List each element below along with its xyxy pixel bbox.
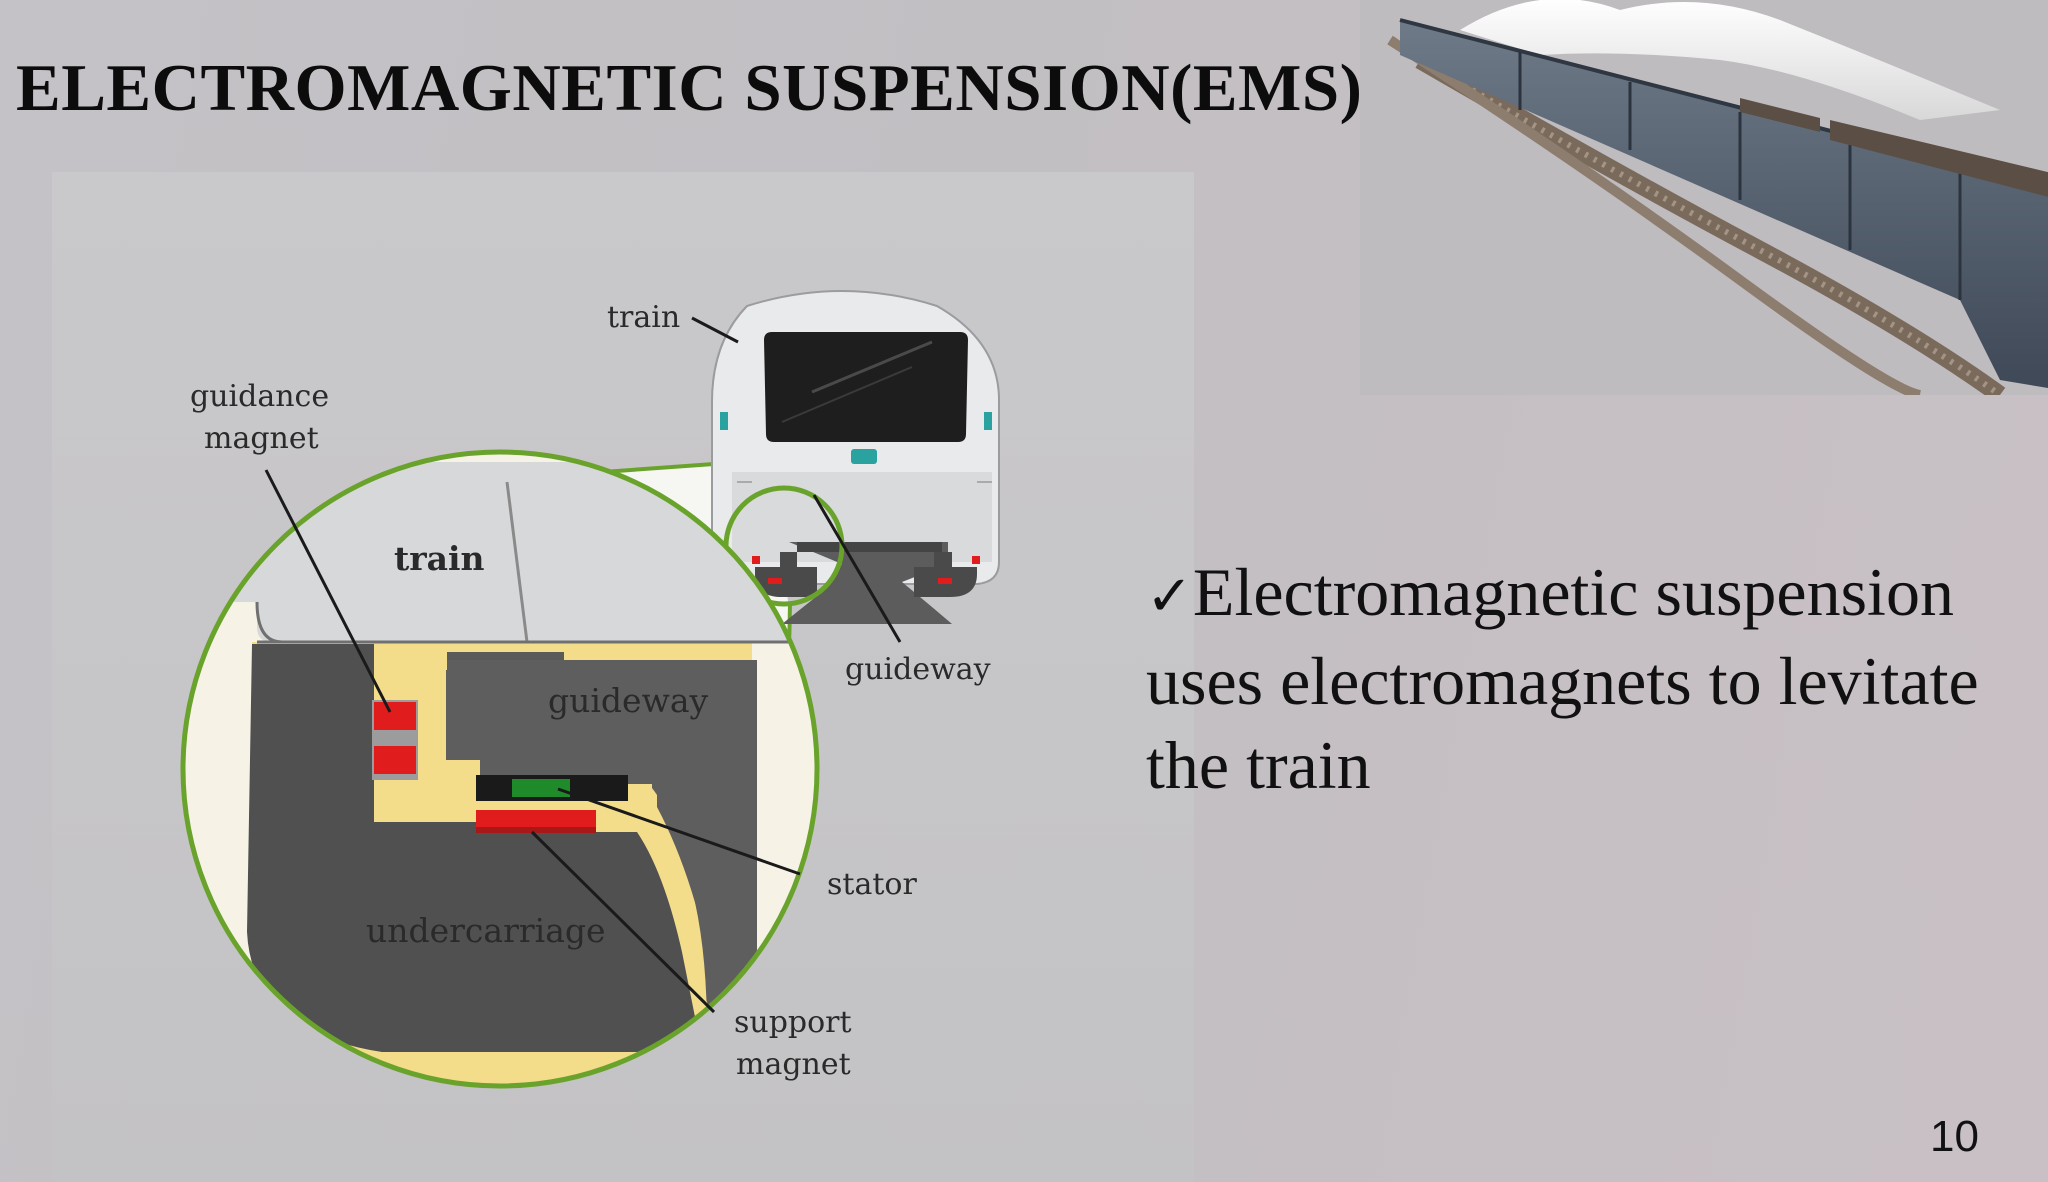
label-guideway-outer: guideway xyxy=(845,652,991,687)
ems-diagram: train guidance magnet train guideway gui… xyxy=(52,172,1194,1182)
freight-train-image xyxy=(1360,0,2048,403)
label-undercarriage: undercarriage xyxy=(366,911,606,950)
label-guidance-magnet-line1: guidance xyxy=(190,379,329,414)
label-train-inset: train xyxy=(394,539,485,578)
support-magnet-element xyxy=(476,810,596,832)
bullet-text: Electromagnetic suspension uses electrom… xyxy=(1146,554,1979,803)
page-number: 10 xyxy=(1930,1112,1979,1161)
slide-title: ELECTROMAGNETIC SUSPENSION(EMS) xyxy=(16,51,1363,125)
label-guidance-magnet-line2: magnet xyxy=(204,421,319,456)
leader-stator xyxy=(557,787,801,876)
label-train-top: train xyxy=(607,300,680,335)
train-front-view xyxy=(711,290,1001,624)
leader-guideway xyxy=(812,494,902,643)
label-support-magnet-line2: magnet xyxy=(736,1047,851,1082)
label-stator: stator xyxy=(827,867,917,902)
bullet-point: ✓Electromagnetic suspension uses electro… xyxy=(1146,550,2026,807)
label-guideway-inset: guideway xyxy=(548,681,709,720)
leader-guidance-magnet xyxy=(264,469,392,713)
check-icon: ✓ xyxy=(1146,564,1193,629)
leader-train xyxy=(691,316,739,344)
label-support-magnet-line1: support xyxy=(734,1005,852,1040)
leader-support-magnet xyxy=(530,830,716,1014)
inset-magnified-view xyxy=(180,449,820,1089)
